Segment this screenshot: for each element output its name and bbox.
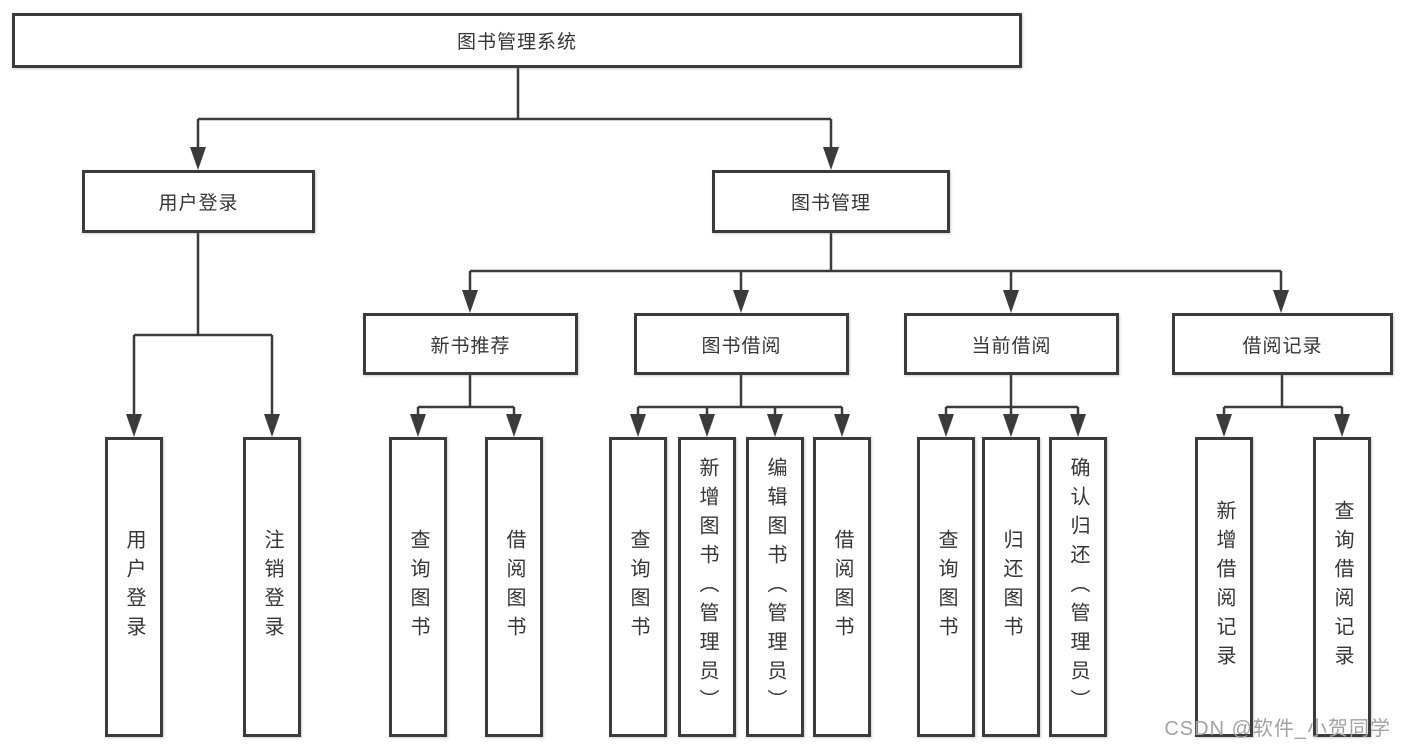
node-borrow-records: 借阅记录 bbox=[1172, 313, 1393, 375]
node-label: 图书借阅 bbox=[701, 335, 782, 357]
node-label: 用户登录 bbox=[158, 193, 239, 214]
leaf-add-borrow-record: 新增借阅记录 bbox=[1195, 437, 1253, 737]
leaf-label: 新增借阅记录 bbox=[1213, 500, 1235, 674]
node-label: 图书管理系统 bbox=[456, 32, 577, 53]
leaf-label: 新增图书（管理员） bbox=[696, 456, 718, 718]
leaf-borrow-books: 借阅图书 bbox=[813, 437, 871, 737]
node-label: 新书推荐 bbox=[430, 335, 511, 357]
node-current-borrow: 当前借阅 bbox=[904, 313, 1119, 375]
leaf-borrow-books-recommend: 借阅图书 bbox=[485, 437, 543, 737]
node-label: 图书管理 bbox=[790, 193, 871, 214]
leaf-add-books-admin: 新增图书（管理员） bbox=[678, 437, 736, 737]
leaf-label: 注销登录 bbox=[261, 529, 283, 645]
leaf-query-books-borrow: 查询图书 bbox=[609, 437, 667, 737]
leaf-label: 查询图书 bbox=[407, 529, 429, 645]
node-new-book-recommend: 新书推荐 bbox=[363, 313, 578, 375]
node-book-management: 图书管理 bbox=[712, 170, 950, 233]
leaf-label: 借阅图书 bbox=[503, 529, 525, 645]
leaf-query-books-recommend: 查询图书 bbox=[389, 437, 447, 737]
leaf-label: 查询图书 bbox=[627, 529, 649, 645]
leaf-label: 归还图书 bbox=[1000, 529, 1022, 645]
leaf-label: 编辑图书（管理员） bbox=[764, 456, 786, 718]
leaf-query-books-current: 查询图书 bbox=[917, 437, 975, 737]
leaf-confirm-return-admin: 确认归还（管理员） bbox=[1049, 437, 1107, 737]
arrowhead-icons bbox=[126, 147, 1350, 437]
node-library-system-root: 图书管理系统 bbox=[12, 13, 1022, 68]
leaf-query-borrow-record: 查询借阅记录 bbox=[1313, 437, 1371, 737]
leaf-edit-books-admin: 编辑图书（管理员） bbox=[746, 437, 804, 737]
leaf-user-login: 用户登录 bbox=[105, 437, 163, 737]
csdn-watermark: CSDN @软件_小贺同学 bbox=[1164, 718, 1391, 740]
node-book-borrow: 图书借阅 bbox=[634, 313, 849, 375]
leaf-label: 确认归还（管理员） bbox=[1067, 456, 1089, 718]
leaf-label: 查询借阅记录 bbox=[1331, 500, 1353, 674]
node-user-login: 用户登录 bbox=[82, 170, 315, 233]
leaf-logout: 注销登录 bbox=[243, 437, 301, 737]
node-label: 当前借阅 bbox=[971, 335, 1052, 357]
leaf-label: 用户登录 bbox=[123, 529, 145, 645]
leaf-label: 查询图书 bbox=[935, 529, 957, 645]
leaf-label: 借阅图书 bbox=[831, 529, 853, 645]
node-label: 借阅记录 bbox=[1242, 335, 1323, 357]
leaf-return-books: 归还图书 bbox=[982, 437, 1040, 737]
